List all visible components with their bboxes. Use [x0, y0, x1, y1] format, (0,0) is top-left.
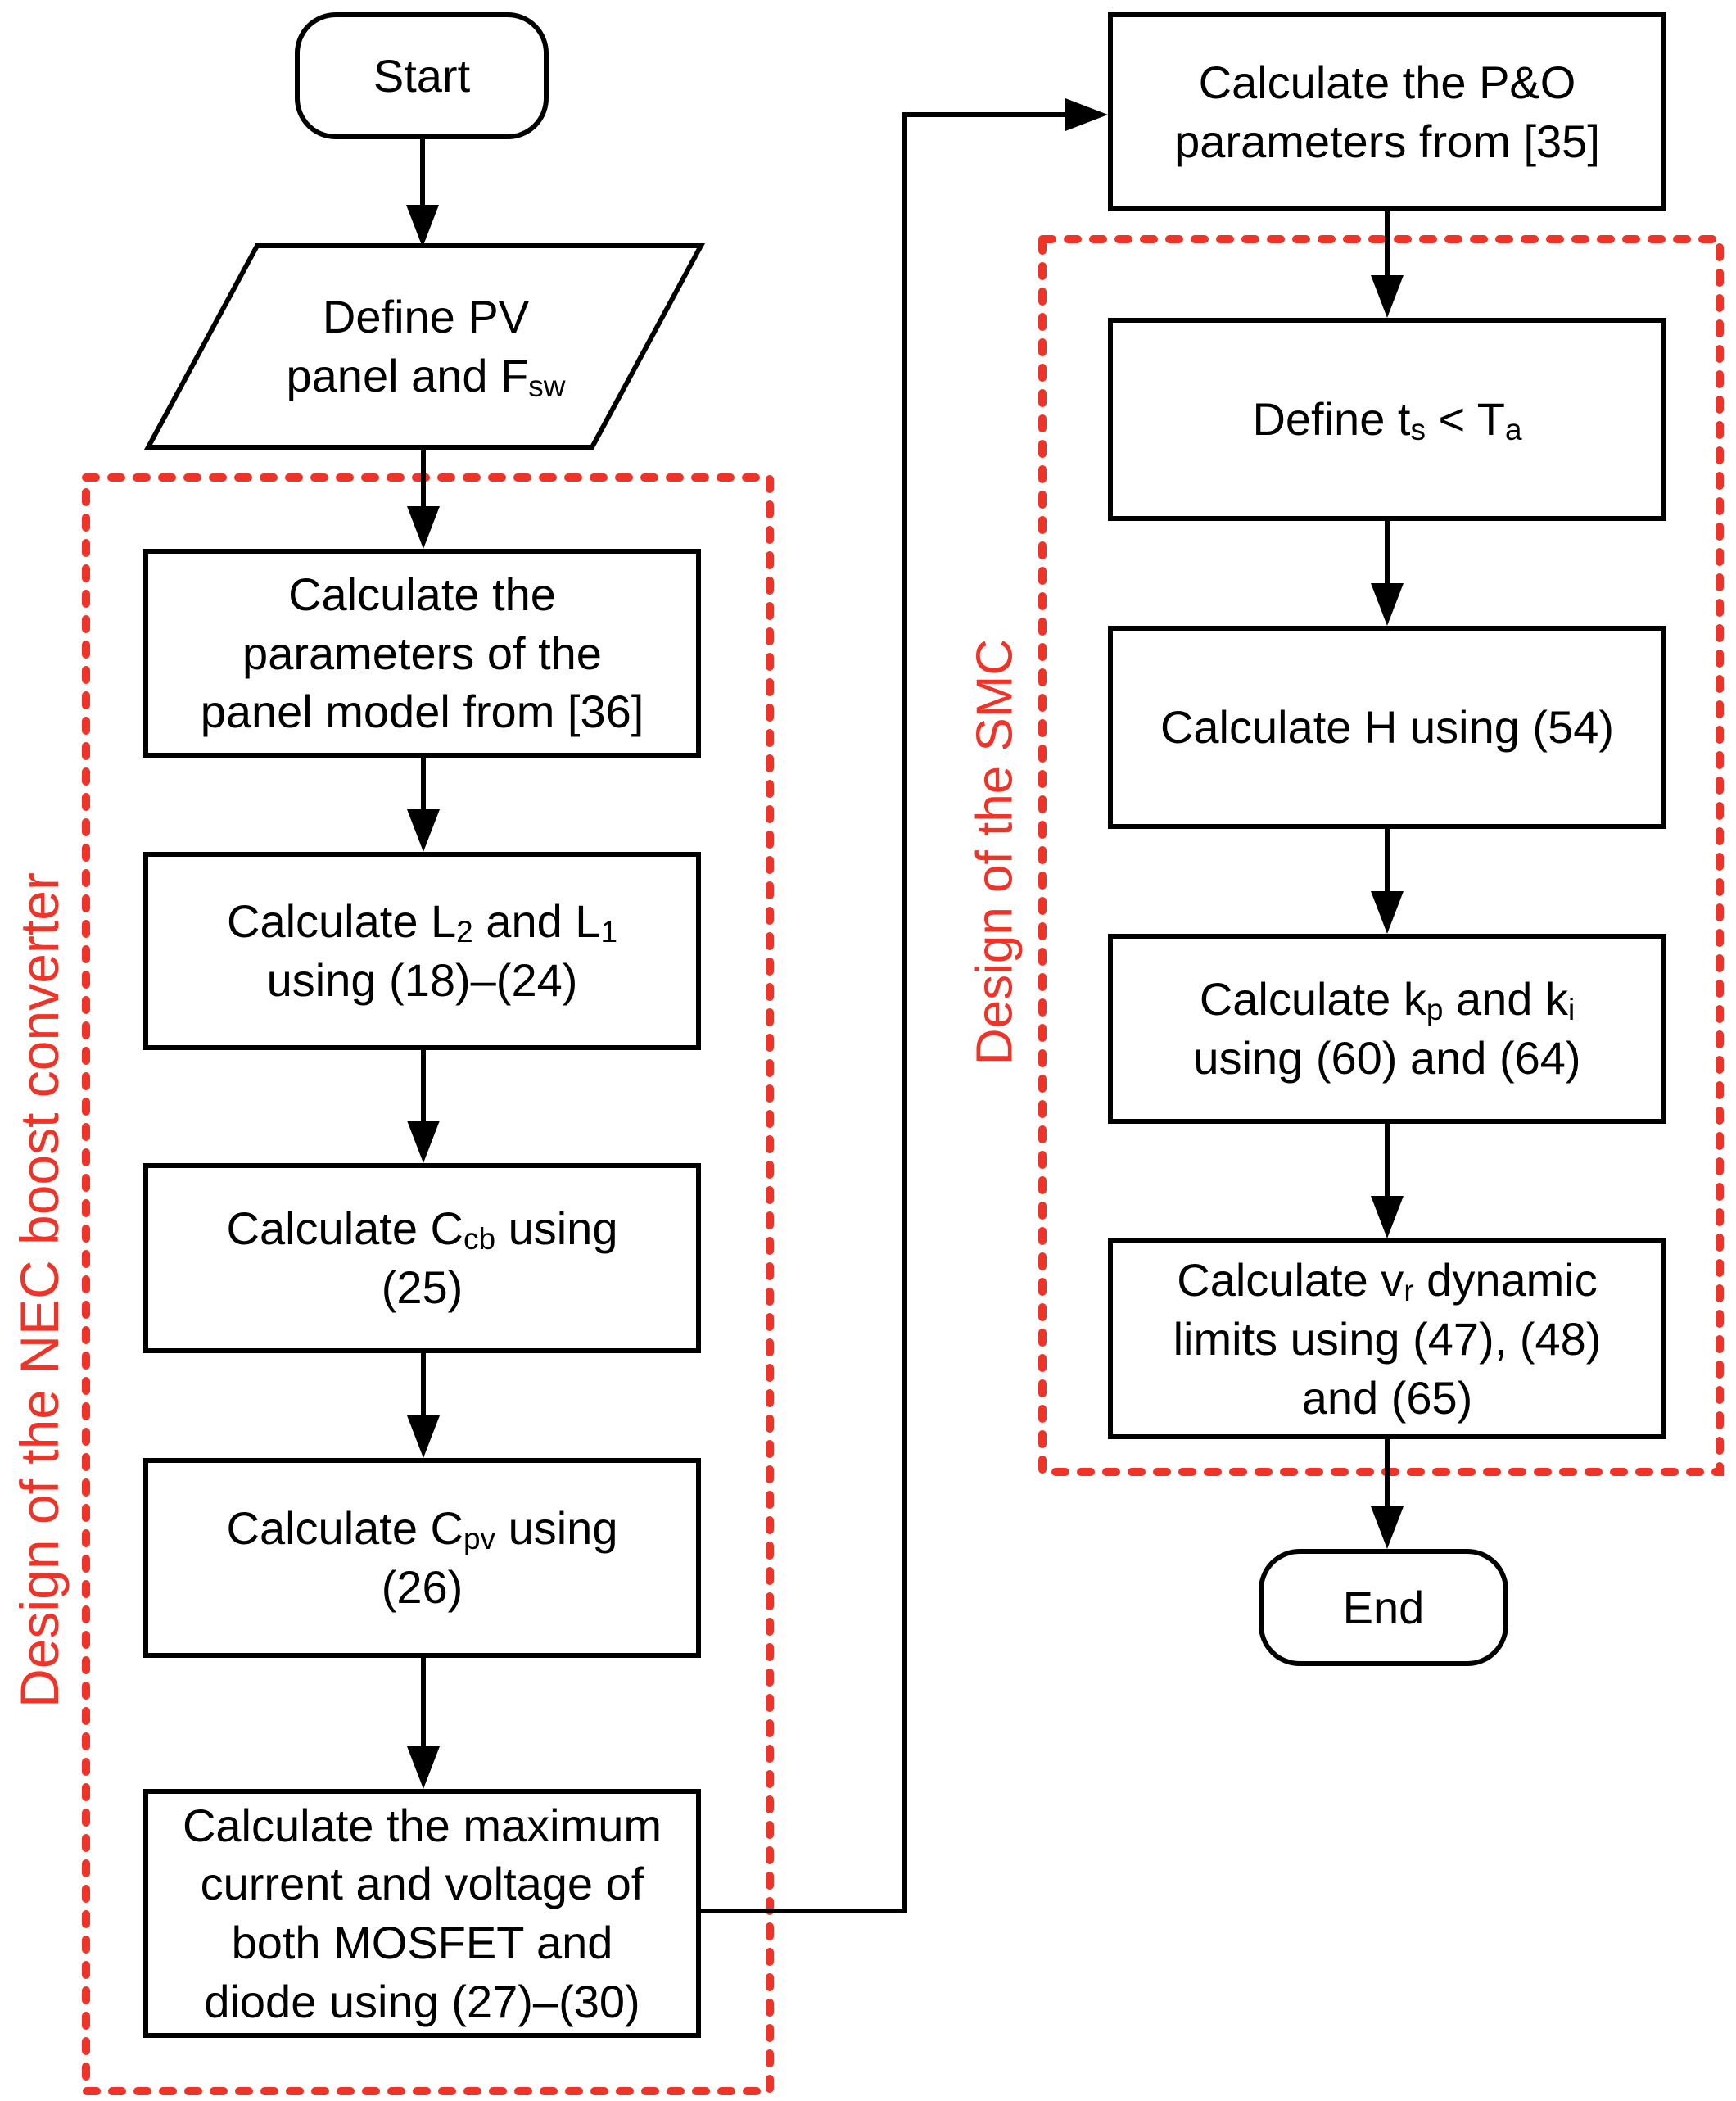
arrow-start-to-define-pv: [406, 139, 439, 247]
arrow-calc-panel-params-to-calc-l2-l1: [407, 758, 440, 852]
node-calc-cpv-label: Calculate Cpv using(26): [226, 1502, 618, 1614]
arrow-calc-h-to-calc-kp-ki: [1371, 829, 1404, 934]
define-pv-parallelogram: [143, 243, 706, 450]
node-calc-ccb: Calculate Ccb using(25): [143, 1163, 701, 1353]
nec-group-border: [82, 473, 774, 2095]
arrow-calc-po-to-define-ts: [1371, 211, 1404, 318]
arrow-calc-l2-l1-to-calc-ccb: [407, 1050, 440, 1163]
node-define-ts-label: Define ts < Ta: [1252, 392, 1522, 446]
node-define-ts: Define ts < Ta: [1108, 318, 1666, 521]
node-start-label: Start: [373, 49, 471, 102]
smc-group-label: Design of the SMC: [966, 638, 1024, 1066]
node-start: Start: [295, 12, 549, 139]
node-calc-h-label: Calculate H using (54): [1160, 701, 1615, 754]
arrow-calc-cpv-to-calc-mosfet-diode: [407, 1658, 440, 1789]
arrow-calc-ccb-to-calc-cpv: [407, 1353, 440, 1458]
node-calc-ccb-label: Calculate Ccb using(25): [226, 1202, 618, 1314]
node-end: End: [1259, 1549, 1508, 1666]
arrow-define-ts-to-calc-h: [1371, 521, 1404, 626]
arrow-calc-vr-to-end: [1371, 1439, 1404, 1549]
node-calc-cpv: Calculate Cpv using(26): [143, 1458, 701, 1658]
arrow-calc-kp-ki-to-calc-vr: [1371, 1124, 1404, 1238]
nec-group-label: Design of the NEC boost converter: [9, 872, 70, 1708]
node-calc-h: Calculate H using (54): [1108, 626, 1666, 829]
node-end-label: End: [1342, 1581, 1425, 1633]
connector-calc-mosfet-diode-to-calc-po: [701, 98, 1108, 1913]
arrow-define-pv-to-calc-panel-params: [407, 447, 440, 549]
smc-group-border: [1038, 235, 1724, 1476]
